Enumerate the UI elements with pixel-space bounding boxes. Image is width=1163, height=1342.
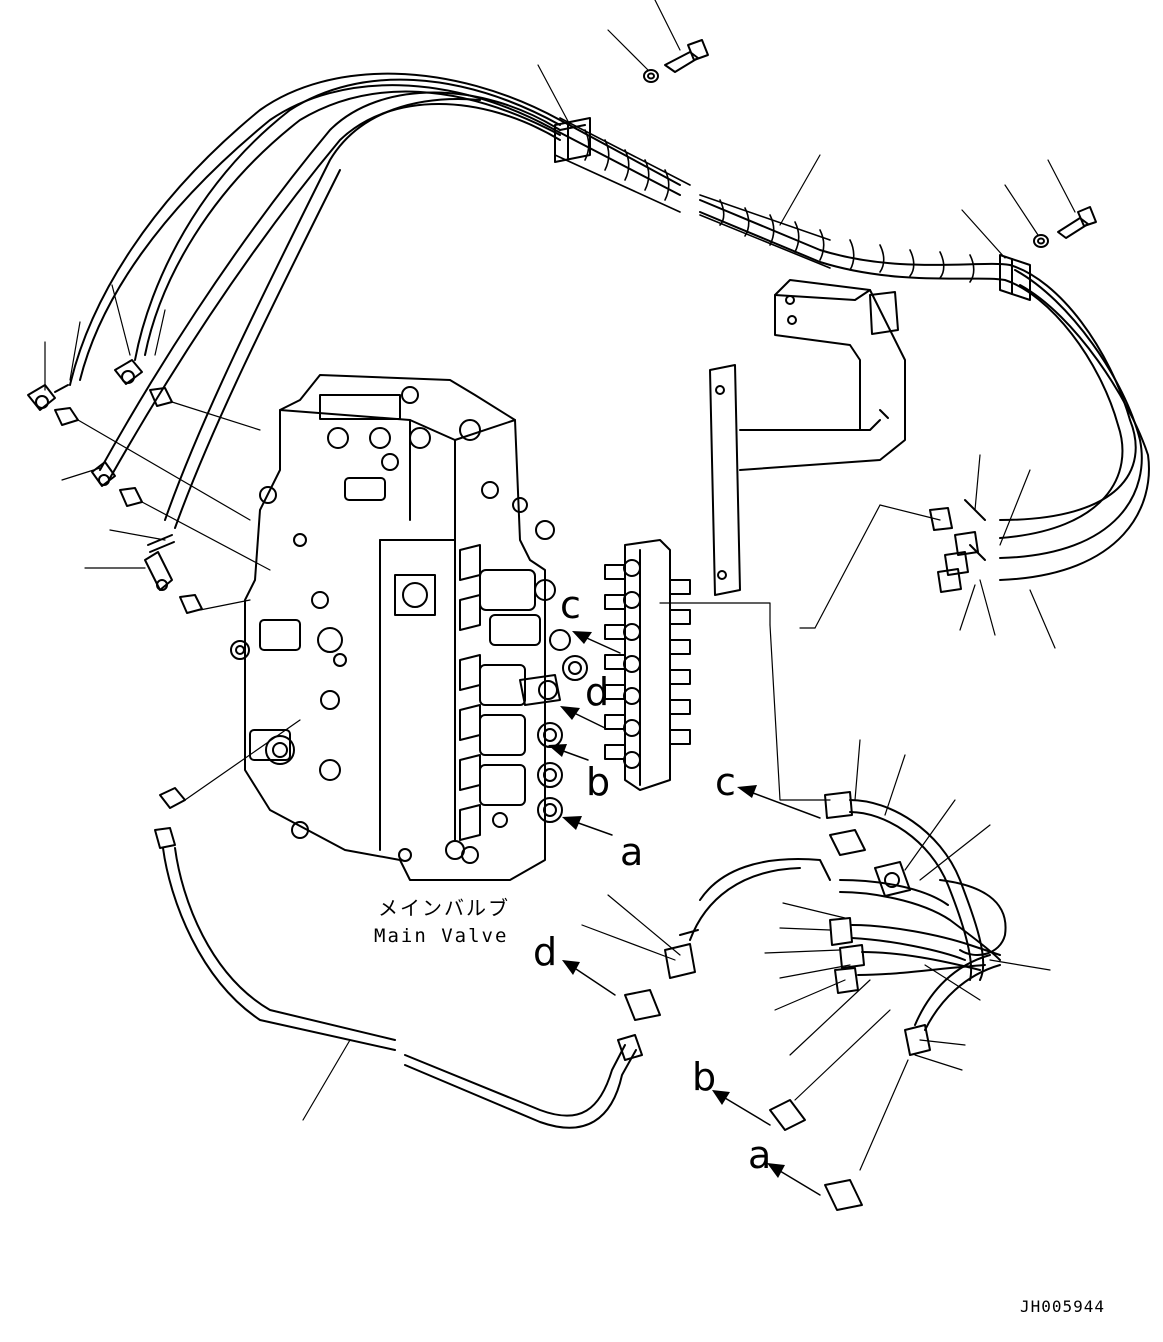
labels: c d b a c d b a メインバルブ Main Valve JH0059… xyxy=(374,583,1105,1316)
main-valve xyxy=(244,374,588,881)
port-marker-d-valve: d xyxy=(585,670,609,714)
leader-lines xyxy=(44,0,1076,1171)
right-hose-fittings xyxy=(929,499,986,593)
left-hose-fittings xyxy=(27,359,175,591)
port-marker-c-hose: c xyxy=(715,760,736,804)
port-marker-a-hose: a xyxy=(748,1133,771,1177)
caption-japanese: メインバルブ xyxy=(378,896,510,920)
long-lower-hose xyxy=(154,827,643,1129)
spiral-guard xyxy=(554,117,975,283)
clamp-bolt-left xyxy=(643,39,709,83)
port-marker-b-valve: b xyxy=(586,760,610,804)
drawing-code: JH005944 xyxy=(1020,1297,1105,1316)
lower-right-hoses xyxy=(664,791,1007,1056)
caption-english: Main Valve xyxy=(374,925,508,947)
hose-clamp-right xyxy=(999,254,1031,301)
lower-adapters xyxy=(624,829,866,1211)
port-marker-d-hose: d xyxy=(533,930,557,974)
pilot-manifold xyxy=(604,539,691,791)
connector-lines xyxy=(77,401,301,801)
port-arrowheads xyxy=(548,631,785,1178)
upper-hose-bundle xyxy=(69,72,1150,581)
port-marker-a-valve: a xyxy=(620,830,643,874)
port-arrows xyxy=(554,634,821,1196)
port-marker-b-hose: b xyxy=(692,1055,716,1099)
valve-adapters xyxy=(54,387,250,809)
clamp-bolt-right xyxy=(1033,206,1097,248)
port-marker-c-valve: c xyxy=(560,583,581,627)
mounting-bracket xyxy=(709,279,906,596)
hose-clamp-left xyxy=(554,117,591,163)
